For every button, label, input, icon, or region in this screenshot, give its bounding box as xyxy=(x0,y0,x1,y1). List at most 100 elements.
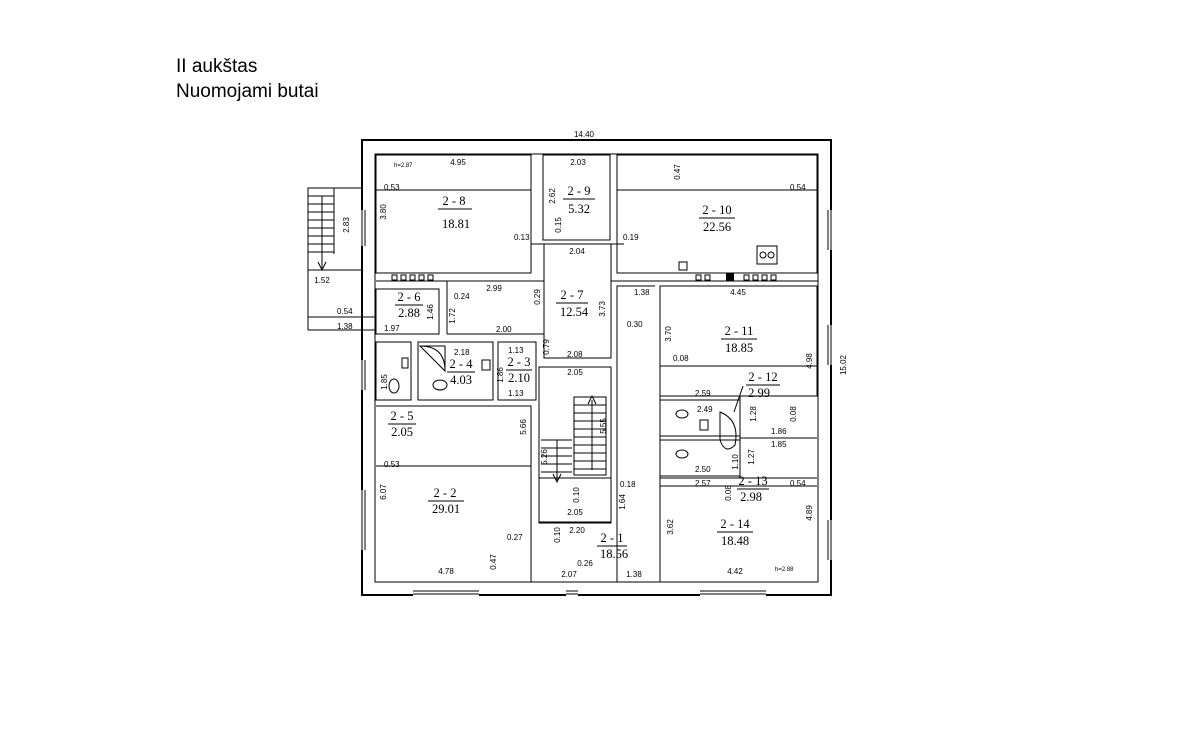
dim-label: 1.38 xyxy=(337,322,353,331)
room-area: 5.32 xyxy=(568,202,590,216)
dim-overall-depth: 15.02 xyxy=(839,354,848,375)
room-2-13: 2 - 13 2.98 xyxy=(737,474,769,504)
dim-label: 0.47 xyxy=(673,164,682,180)
dim-height-right: h=2.88 xyxy=(775,567,794,573)
dim-label: 4.98 xyxy=(805,353,814,369)
dim-label: 0.08 xyxy=(789,406,798,422)
dim-label: 0.18 xyxy=(620,480,636,489)
dim-label: 0.26 xyxy=(577,559,593,568)
room-2-2: 2 - 2 29.01 xyxy=(428,486,464,516)
dim-label: 1.10 xyxy=(731,454,740,470)
room-area: 18.48 xyxy=(721,534,749,548)
room-area: 22.56 xyxy=(703,220,731,234)
dim-label: 5.66 xyxy=(519,419,528,435)
plumbing-fixtures xyxy=(388,245,778,459)
dim-label: 2.49 xyxy=(697,405,713,414)
dim-label: 1.13 xyxy=(508,346,524,355)
room-area: 2.05 xyxy=(391,425,413,439)
dim-label: 4.95 xyxy=(450,158,466,167)
room-id: 2 - 6 xyxy=(398,290,421,304)
dim-label: 2.04 xyxy=(569,247,585,256)
room-2-1: 2 - 1 18.56 xyxy=(597,531,628,561)
room-id: 2 - 14 xyxy=(720,517,750,531)
room-id: 2 - 8 xyxy=(443,194,466,208)
dim-label: 6.07 xyxy=(379,484,388,500)
dim-label: 1.38 xyxy=(634,288,650,297)
room-area: 2.10 xyxy=(508,371,530,385)
room-id: 2 - 1 xyxy=(601,531,624,545)
dim-label: 0.53 xyxy=(384,460,400,469)
dim-label: 2.08 xyxy=(567,350,583,359)
room-labels: 2 - 8 18.81 2 - 9 5.32 2 - 10 22.56 2 - … xyxy=(388,184,780,561)
room-area: 29.01 xyxy=(432,502,460,516)
dimension-lines xyxy=(308,189,817,487)
room-2-6: 2 - 6 2.88 xyxy=(395,290,423,320)
dim-label: 1.38 xyxy=(626,570,642,579)
internal-stair xyxy=(541,394,607,484)
room-2-12: 2 - 12 2.99 xyxy=(733,370,780,413)
dim-stair-length: 2.83 xyxy=(342,217,351,233)
dim-label: 3.62 xyxy=(666,519,675,535)
floor-title: II aukštas xyxy=(176,56,258,77)
dim-label: 2.57 xyxy=(695,479,711,488)
dim-label: 3.70 xyxy=(664,326,673,342)
room-area: 12.54 xyxy=(560,305,589,319)
dim-label: 1.27 xyxy=(747,449,756,465)
dim-label: 2.05 xyxy=(567,368,583,377)
dim-label: 0.54 xyxy=(790,183,806,192)
dim-label: 0.13 xyxy=(514,233,530,242)
dim-label: 2.62 xyxy=(548,188,557,204)
title-block: II aukštas Nuomojami butai xyxy=(176,54,319,104)
dim-label: 2.20 xyxy=(569,526,585,535)
room-2-4: 2 - 4 4.03 xyxy=(447,357,475,387)
dim-height-left: h=2.87 xyxy=(394,163,413,169)
room-2-10: 2 - 10 22.56 xyxy=(699,203,735,234)
dim-label: 4.89 xyxy=(805,505,814,521)
room-2-7: 2 - 7 12.54 xyxy=(556,288,589,319)
room-id: 2 - 7 xyxy=(561,288,584,302)
dimension-labels: 14.40 15.02 1.52 2.83 h=2.87 h=2.88 4.95… xyxy=(314,130,848,579)
dim-label: 0.24 xyxy=(454,292,470,301)
room-outline-2-8 xyxy=(375,154,532,274)
dim-label: 1.86 xyxy=(771,427,787,436)
room-id: 2 - 13 xyxy=(738,474,767,488)
room-outline-2-10 xyxy=(616,154,818,274)
dim-label: 5.55 xyxy=(599,418,608,434)
dim-label: 3.73 xyxy=(598,301,607,317)
dim-label: 1.97 xyxy=(384,324,400,333)
room-id: 2 - 2 xyxy=(434,486,457,500)
ventilation-ducts xyxy=(391,273,777,281)
room-id: 2 - 4 xyxy=(450,357,474,371)
room-2-5: 2 - 5 2.05 xyxy=(388,409,416,439)
room-area: 18.85 xyxy=(725,341,753,355)
dim-label: 0.47 xyxy=(489,554,498,570)
dim-label: 1.64 xyxy=(618,494,627,510)
dim-label: 2.07 xyxy=(561,570,577,579)
dim-label: 1.28 xyxy=(749,406,758,422)
room-id: 2 - 3 xyxy=(508,355,531,369)
dim-label: 1.85 xyxy=(771,440,787,449)
dim-label: 1.13 xyxy=(508,389,524,398)
dim-label: 0.10 xyxy=(572,487,581,503)
dim-label: 1.85 xyxy=(380,374,389,390)
dim-label: 1.46 xyxy=(426,304,435,320)
dim-label: 2.03 xyxy=(570,158,586,167)
dim-label: 0.30 xyxy=(627,320,643,329)
dim-label: 0.10 xyxy=(553,527,562,543)
dim-label: 0.79 xyxy=(542,339,551,355)
room-area: 4.03 xyxy=(450,373,472,387)
dim-label: 1.72 xyxy=(448,308,457,324)
dim-label: 1.86 xyxy=(496,367,505,383)
dim-label: 0.54 xyxy=(337,307,353,316)
room-outline-2-9 xyxy=(542,154,611,241)
room-2-3: 2 - 3 2.10 xyxy=(506,355,532,385)
external-stair-treads xyxy=(308,188,335,272)
room-2-14: 2 - 14 18.48 xyxy=(717,517,753,548)
dim-label: 2.00 xyxy=(496,325,512,334)
room-area: 2.99 xyxy=(748,386,770,400)
room-id: 2 - 10 xyxy=(702,203,731,217)
room-id: 2 - 9 xyxy=(568,184,591,198)
dim-label: 0.15 xyxy=(554,217,563,233)
room-2-11: 2 - 11 18.85 xyxy=(721,324,757,355)
